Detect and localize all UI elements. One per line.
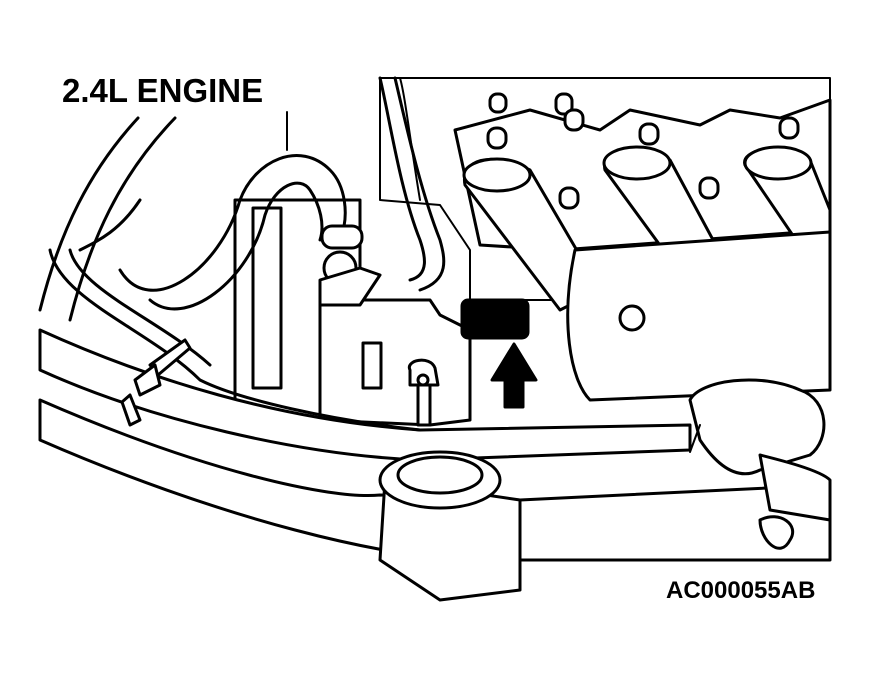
hand	[688, 378, 832, 522]
hoses	[38, 76, 446, 432]
side-cover	[566, 230, 832, 402]
arrow-up-icon	[490, 342, 538, 409]
indicator-block	[460, 298, 530, 340]
engine-label: 2.4L ENGINE	[62, 72, 264, 109]
frame-rail	[38, 328, 832, 602]
figure-code: AC000055AB	[666, 577, 816, 604]
sensor-fitting	[120, 224, 440, 427]
